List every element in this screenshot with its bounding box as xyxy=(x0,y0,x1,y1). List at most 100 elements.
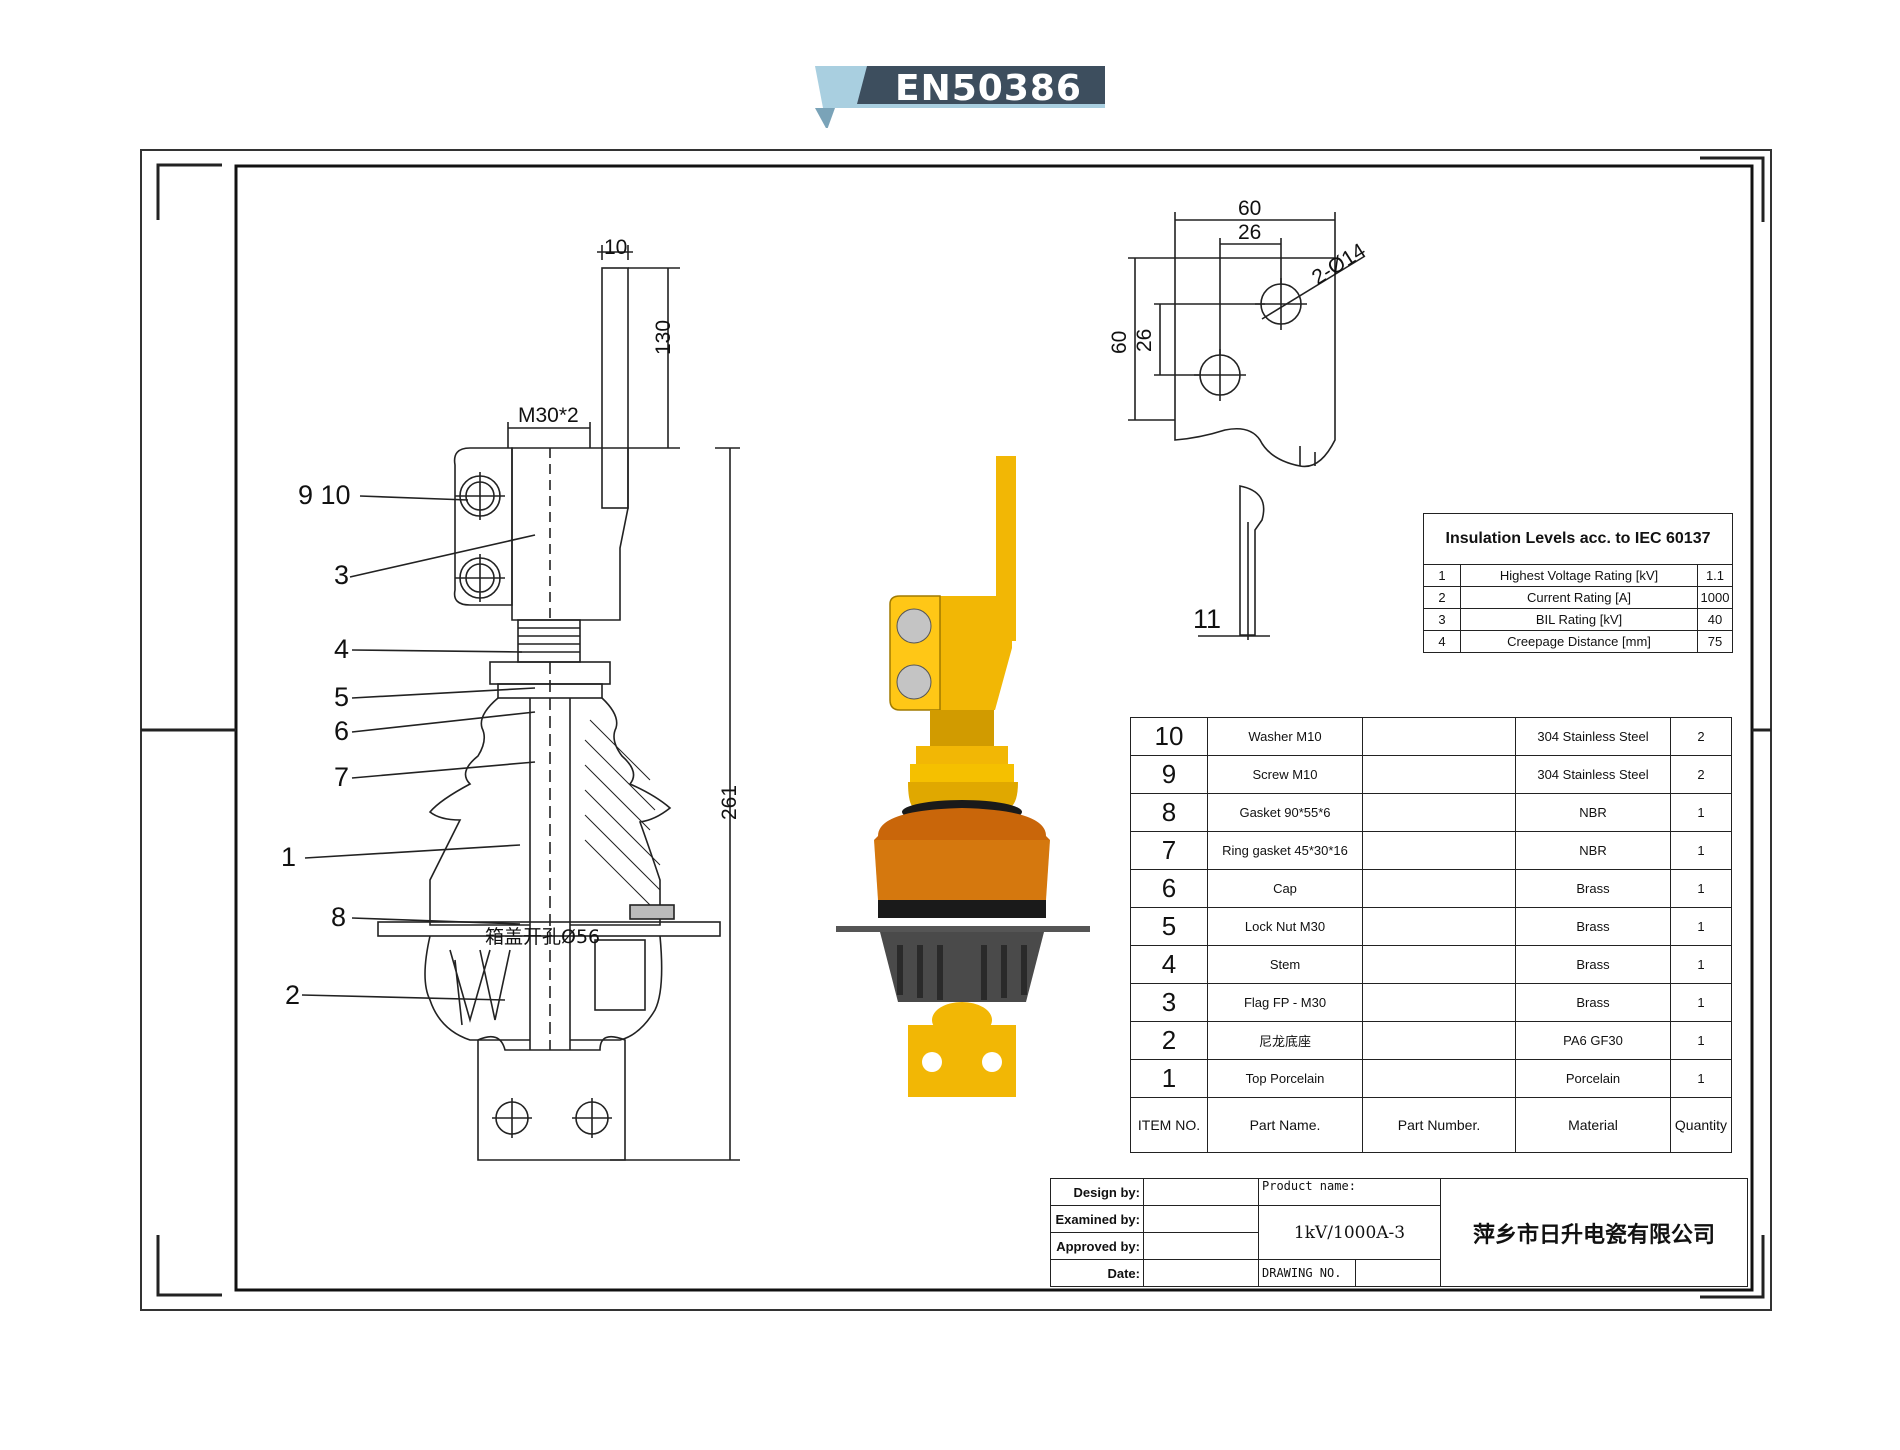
design-by-label: Design by: xyxy=(1050,1178,1144,1206)
approved-by-value xyxy=(1143,1232,1259,1260)
callout-3: 3 xyxy=(334,560,350,590)
drawing-no-label: DRAWING NO. xyxy=(1258,1259,1356,1287)
approved-by-label: Approved by: xyxy=(1050,1232,1144,1260)
callout-6: 6 xyxy=(334,716,350,746)
insulation-num: 4 xyxy=(1423,630,1461,653)
insulation-label: Creepage Distance [mm] xyxy=(1460,630,1698,653)
dim-cut-hole: 箱盖开孔Ø56 xyxy=(485,926,601,948)
dim-hole-spacing-w: 26 xyxy=(1238,221,1262,244)
product-name-label: Product name: xyxy=(1258,1178,1441,1206)
part-name: Washer M10 xyxy=(1207,717,1363,756)
standard-badge-text: EN50386 xyxy=(895,68,1082,109)
part-material: NBR xyxy=(1515,831,1671,870)
part-qty: 1 xyxy=(1670,1021,1732,1060)
part-number xyxy=(1362,831,1516,870)
header-item-no: ITEM NO. xyxy=(1130,1097,1208,1153)
header-material: Material xyxy=(1515,1097,1671,1153)
insulation-value: 1.1 xyxy=(1697,564,1733,587)
product-render xyxy=(836,456,1090,1097)
callout-7: 7 xyxy=(334,762,350,792)
insulation-num: 3 xyxy=(1423,608,1461,631)
callout-9-10: 9 10 xyxy=(298,480,351,510)
company-name: 萍乡市日升电瓷有限公司 xyxy=(1440,1178,1748,1287)
part-name: Lock Nut M30 xyxy=(1207,907,1363,946)
header-quantity: Quantity xyxy=(1670,1097,1732,1153)
callout-2: 2 xyxy=(285,980,301,1010)
table-header-row: ITEM NO. Part Name. Part Number. Materia… xyxy=(1130,1097,1732,1153)
part-name: Stem xyxy=(1207,945,1363,984)
date-label: Date: xyxy=(1050,1259,1144,1287)
header-part-number: Part Number. xyxy=(1362,1097,1516,1153)
callout-5: 5 xyxy=(334,682,350,712)
plate-detail xyxy=(1128,212,1366,640)
part-qty: 2 xyxy=(1670,717,1732,756)
part-qty: 2 xyxy=(1670,755,1732,794)
dim-flag-width: 10 xyxy=(604,236,628,259)
insulation-num: 1 xyxy=(1423,564,1461,587)
callout-4: 4 xyxy=(334,634,350,664)
dim-plate-width: 60 xyxy=(1238,197,1262,220)
item-no: 7 xyxy=(1130,831,1208,870)
item-no: 6 xyxy=(1130,869,1208,908)
insulation-label: Highest Voltage Rating [kV] xyxy=(1460,564,1698,587)
dim-flag-height: 130 xyxy=(652,319,675,355)
part-number xyxy=(1362,755,1516,794)
dim-total-height: 261 xyxy=(718,784,741,820)
part-number xyxy=(1362,983,1516,1022)
part-material: 304 Stainless Steel xyxy=(1515,717,1671,756)
item-no: 5 xyxy=(1130,907,1208,946)
item-no: 9 xyxy=(1130,755,1208,794)
insulation-num: 2 xyxy=(1423,586,1461,609)
part-name: 尼龙底座 xyxy=(1207,1021,1363,1060)
callout-8: 8 xyxy=(331,902,347,932)
part-number xyxy=(1362,717,1516,756)
insulation-value: 1000 xyxy=(1697,586,1733,609)
insulation-value: 40 xyxy=(1697,608,1733,631)
part-name: Gasket 90*55*6 xyxy=(1207,793,1363,832)
insulation-label: Current Rating [A] xyxy=(1460,586,1698,609)
callout-11: 11 xyxy=(1193,604,1222,634)
dim-plate-height: 60 xyxy=(1108,330,1131,354)
dim-hole-spacing-h: 26 xyxy=(1133,328,1156,352)
section-drawing xyxy=(301,245,740,1161)
part-qty: 1 xyxy=(1670,793,1732,832)
insulation-title: Insulation Levels acc. to IEC 60137 xyxy=(1423,513,1733,565)
title-block: Design by: Product name: 萍乡市日升电瓷有限公司 Exa… xyxy=(1050,1178,1748,1287)
part-name: Screw M10 xyxy=(1207,755,1363,794)
date-value xyxy=(1143,1259,1259,1287)
part-number xyxy=(1362,793,1516,832)
part-qty: 1 xyxy=(1670,945,1732,984)
insulation-value: 75 xyxy=(1697,630,1733,653)
part-qty: 1 xyxy=(1670,907,1732,946)
part-qty: 1 xyxy=(1670,869,1732,908)
examined-by-value xyxy=(1143,1205,1259,1233)
part-name: Top Porcelain xyxy=(1207,1059,1363,1098)
part-material: 304 Stainless Steel xyxy=(1515,755,1671,794)
part-material: Brass xyxy=(1515,983,1671,1022)
item-no: 10 xyxy=(1130,717,1208,756)
insulation-label: BIL Rating [kV] xyxy=(1460,608,1698,631)
examined-by-label: Examined by: xyxy=(1050,1205,1144,1233)
part-number xyxy=(1362,945,1516,984)
part-qty: 1 xyxy=(1670,1059,1732,1098)
part-material: Porcelain xyxy=(1515,1059,1671,1098)
drawing-no-value xyxy=(1355,1259,1441,1287)
part-name: Flag FP - M30 xyxy=(1207,983,1363,1022)
standard-badge xyxy=(815,66,1105,128)
